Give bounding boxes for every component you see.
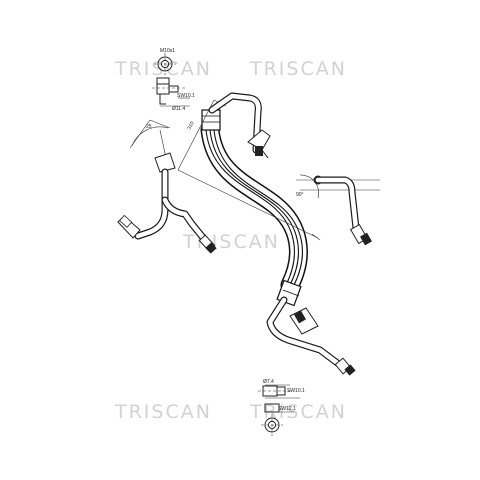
bottom-fitting-detail: Ø7.4 SW10.1 SW12.1 [258, 379, 305, 436]
upper-pipe-assembly [208, 92, 271, 159]
watermark-bottom-left: TRISCAN [114, 401, 212, 423]
watermarks: TRISCAN TRISCAN TRISCAN TRISCAN TRISCAN [114, 58, 347, 423]
svg-text:25: 25 [146, 124, 152, 130]
lower-pipe-assembly [266, 296, 356, 376]
watermark-bottom-right: TRISCAN [249, 401, 347, 423]
top-hex-label-a: SW10.1 [177, 93, 195, 99]
hose-length-label: 310 [186, 121, 195, 131]
top-hex-label-b: Ø11.4 [172, 106, 185, 112]
watermark-top-right: TRISCAN [249, 58, 347, 80]
bottom-hex-label-a: SW10.1 [287, 388, 305, 394]
watermark-top-left: TRISCAN [114, 58, 212, 80]
left-pipe-assembly: 25 [117, 119, 217, 254]
bottom-thread-label: Ø7.4 [263, 379, 274, 385]
bottom-hex-label-b: SW12.1 [278, 406, 296, 412]
svg-text:90°: 90° [296, 192, 304, 198]
top-thread-label: M10x1 [160, 48, 175, 54]
top-fitting-detail: M10x1 SW10.1 Ø11.4 [152, 48, 195, 112]
right-bracket-detail: 90° [296, 174, 380, 246]
main-brake-hose: 310 [177, 99, 321, 307]
